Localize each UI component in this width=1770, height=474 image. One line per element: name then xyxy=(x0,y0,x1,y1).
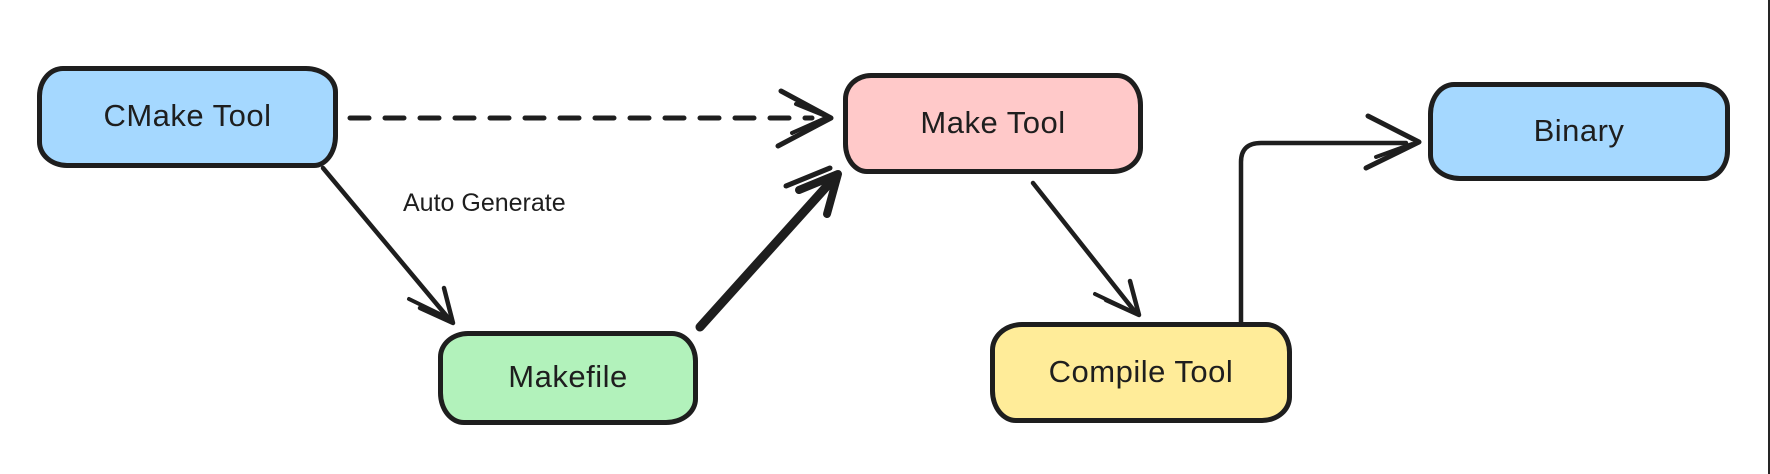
node-binary-label: Binary xyxy=(1533,112,1625,148)
node-binary: Binary xyxy=(1428,82,1730,181)
node-make-tool-label: Make Tool xyxy=(920,104,1066,140)
node-cmake-tool: CMake Tool xyxy=(37,66,338,168)
edge-compiletool-to-binary-elbow xyxy=(1238,113,1422,326)
edge-label-auto-generate: Auto Generate xyxy=(403,189,566,217)
edge-cmake-to-makefile xyxy=(320,165,456,326)
edge-cmake-to-maketool-dashed xyxy=(347,88,834,149)
screenshot-right-edge-line xyxy=(1768,0,1770,474)
edge-maketool-to-compiletool xyxy=(1030,180,1142,318)
node-cmake-tool-label: CMake Tool xyxy=(103,98,272,133)
node-makefile-label: Makefile xyxy=(508,359,628,394)
node-makefile: Makefile xyxy=(438,331,698,425)
edge-makefile-to-maketool-thick xyxy=(695,165,842,332)
node-make-tool: Make Tool xyxy=(843,73,1143,174)
node-compile-tool-label: Compile Tool xyxy=(1048,353,1234,389)
node-compile-tool: Compile Tool xyxy=(990,322,1292,423)
